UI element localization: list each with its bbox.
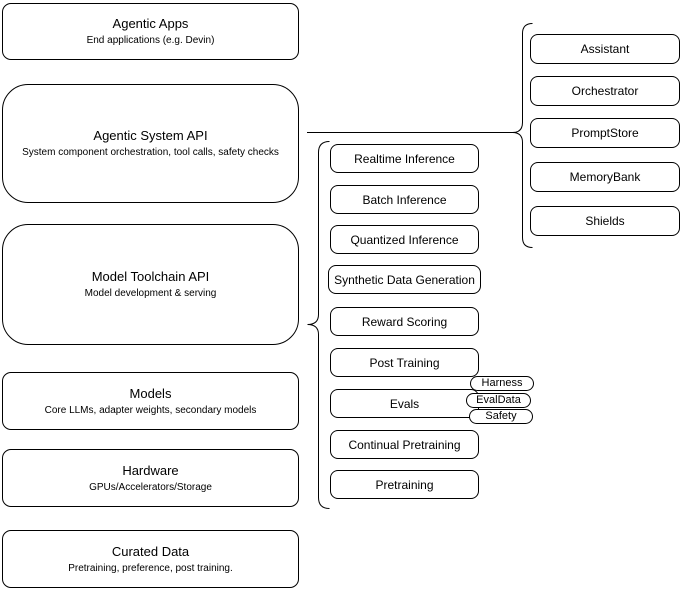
box-agentic-system-api: Agentic System API System component orch… bbox=[2, 84, 299, 203]
component-memorybank: MemoryBank bbox=[530, 162, 680, 192]
box-title: Model Toolchain API bbox=[91, 269, 210, 284]
box-subtitle: Pretraining, preference, post training. bbox=[68, 562, 233, 574]
service-quantized-inference: Quantized Inference bbox=[330, 225, 479, 254]
box-hardware: Hardware GPUs/Accelerators/Storage bbox=[2, 449, 299, 507]
box-subtitle: Core LLMs, adapter weights, secondary mo… bbox=[44, 404, 257, 416]
box-title: Agentic System API bbox=[93, 128, 208, 143]
component-assistant: Assistant bbox=[530, 34, 680, 64]
box-model-toolchain-api: Model Toolchain API Model development & … bbox=[2, 224, 299, 345]
service-continual-pretraining: Continual Pretraining bbox=[330, 430, 479, 459]
box-subtitle: End applications (e.g. Devin) bbox=[86, 35, 215, 46]
eval-tag-evaldata: EvalData bbox=[466, 393, 531, 408]
box-models: Models Core LLMs, adapter weights, secon… bbox=[2, 372, 299, 430]
box-curated-data: Curated Data Pretraining, preference, po… bbox=[2, 530, 299, 588]
service-batch-inference: Batch Inference bbox=[330, 185, 479, 214]
component-shields: Shields bbox=[530, 206, 680, 236]
service-pretraining: Pretraining bbox=[330, 470, 479, 499]
box-title: Hardware bbox=[122, 462, 179, 478]
box-title: Models bbox=[129, 385, 172, 401]
service-reward-scoring: Reward Scoring bbox=[330, 307, 479, 336]
eval-tag-safety: Safety bbox=[469, 409, 533, 424]
box-subtitle: Model development & serving bbox=[84, 288, 217, 299]
toolchain-services-brace bbox=[307, 141, 330, 509]
component-promptstore: PromptStore bbox=[530, 118, 680, 148]
service-evals: Evals bbox=[330, 389, 479, 418]
box-agentic-apps: Agentic Apps End applications (e.g. Devi… bbox=[2, 3, 299, 60]
service-post-training: Post Training bbox=[330, 348, 479, 377]
box-subtitle: GPUs/Accelerators/Storage bbox=[89, 481, 212, 493]
eval-tag-harness: Harness bbox=[470, 376, 534, 391]
box-title: Curated Data bbox=[111, 543, 190, 559]
service-realtime-inference: Realtime Inference bbox=[330, 144, 479, 173]
service-synthetic-data-generation: Synthetic Data Generation bbox=[328, 265, 481, 294]
system-components-brace bbox=[512, 23, 533, 248]
component-orchestrator: Orchestrator bbox=[530, 76, 680, 106]
box-subtitle: System component orchestration, tool cal… bbox=[22, 147, 279, 158]
box-title: Agentic Apps bbox=[112, 16, 189, 31]
